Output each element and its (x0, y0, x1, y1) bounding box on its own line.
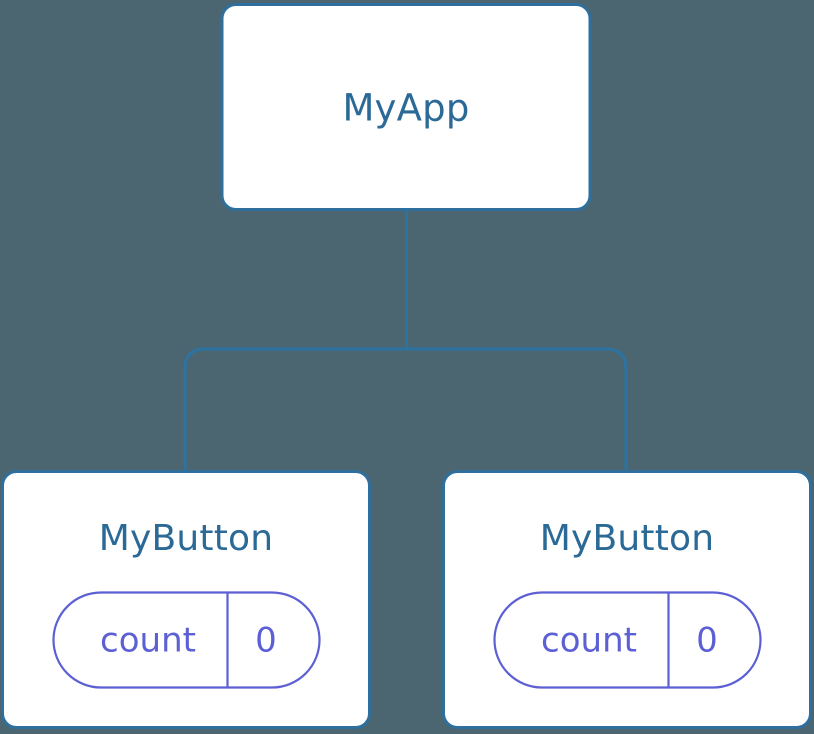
edge-branch-to-right-child (406, 347, 628, 471)
node-myapp-box[interactable] (220, 3, 592, 211)
edge-branch-to-left-child (183, 347, 407, 471)
node-myapp-label: MyApp (342, 87, 469, 130)
state-pill-left-shape[interactable] (52, 591, 321, 689)
node-mybutton-right-label: MyButton (540, 518, 715, 559)
node-mybutton-left[interactable]: MyButton count 0 (1, 470, 371, 729)
state-pill-left-value: 0 (255, 621, 277, 661)
node-myapp[interactable]: MyApp (220, 3, 592, 211)
state-pill-left-key: count (100, 621, 196, 661)
node-mybutton-right[interactable]: MyButton count 0 (442, 470, 812, 729)
state-pill-right-shape[interactable] (493, 591, 762, 689)
state-pill-left[interactable]: count 0 (52, 591, 321, 689)
state-pill-right[interactable]: count 0 (493, 591, 762, 689)
state-pill-right-key: count (541, 621, 637, 661)
node-mybutton-left-label: MyButton (99, 518, 274, 559)
state-pill-right-value: 0 (696, 621, 718, 661)
edge-group (183, 210, 628, 471)
